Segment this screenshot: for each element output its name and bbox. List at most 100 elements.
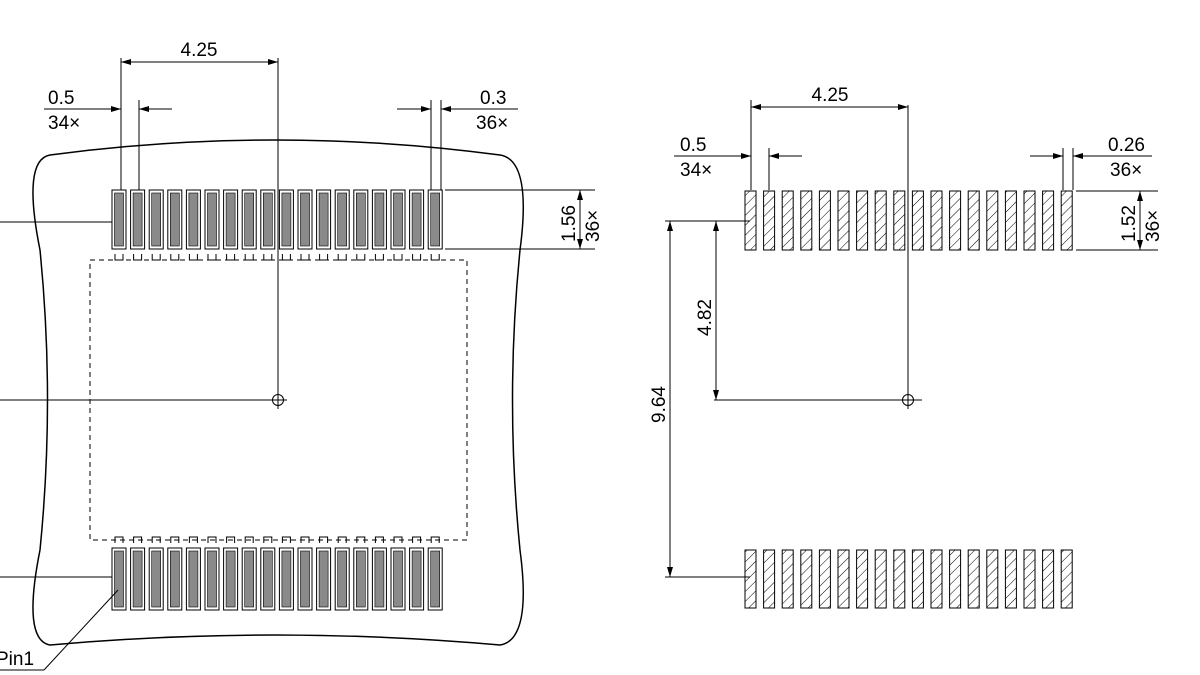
right-top-pad — [781, 190, 794, 251]
left-span-dimension: 4.25 — [120, 40, 278, 190]
left-pad-length-dimension: 1.56 36× — [445, 189, 604, 250]
right-bottom-pad — [1004, 549, 1017, 609]
left-top-pad-copper — [132, 192, 143, 247]
castellation-notch — [337, 536, 347, 543]
left-bottom-pad-copper — [188, 550, 199, 608]
right-top-pad — [1060, 190, 1073, 251]
right-bottom-pad — [1060, 549, 1073, 609]
right-top-pad — [1004, 190, 1017, 251]
right-bottom-pad — [800, 549, 813, 609]
castellation-notch — [226, 536, 236, 543]
left-pad-length-value: 1.56 — [559, 205, 580, 242]
castellation-notch — [207, 254, 217, 261]
castellation-notch — [300, 536, 310, 543]
left-top-pad-copper — [170, 192, 180, 247]
left-bottom-pad-copper — [355, 550, 366, 608]
left-pitch-value: 0.5 — [48, 88, 74, 109]
castellation-notch — [114, 254, 124, 261]
left-top-pad-copper — [393, 192, 403, 247]
castellation-notch — [356, 254, 366, 261]
left-bottom-pad-copper — [318, 550, 329, 608]
right-top-pad — [1023, 190, 1036, 251]
castellation-notch — [170, 254, 180, 261]
right-origin-marker — [899, 391, 922, 409]
right-pitch-value: 0.5 — [680, 135, 706, 156]
castellation-notch — [393, 536, 403, 543]
right-bottom-pad — [967, 549, 980, 609]
right-span-value: 4.25 — [812, 85, 849, 106]
left-bottom-pad-copper — [393, 550, 403, 608]
right-top-pad — [874, 190, 887, 251]
right-bottom-pad — [1023, 549, 1036, 609]
left-top-pad-copper — [355, 192, 366, 247]
left-bottom-pad-row — [111, 547, 443, 611]
castellation-notch — [207, 536, 217, 543]
left-top-pad-copper — [300, 192, 310, 247]
left-bottom-pad-copper — [281, 550, 292, 608]
left-top-pad-copper — [207, 192, 217, 247]
castellation-notch — [226, 254, 236, 261]
left-pad-width-value: 0.3 — [480, 88, 506, 109]
left-top-pad-copper — [114, 192, 124, 247]
left-pitch-count: 34× — [48, 113, 80, 134]
left-top-pad-copper — [225, 192, 236, 247]
right-bottom-pad — [781, 549, 794, 609]
right-top-pad — [1042, 190, 1055, 251]
right-top-pad — [893, 190, 906, 251]
castellation-notch — [430, 536, 440, 543]
top-castellation-notches — [114, 254, 440, 261]
left-bottom-pad-copper — [114, 550, 124, 608]
right-half-height-dimension: 4.82 — [695, 220, 750, 400]
board-outline — [32, 139, 525, 646]
right-bottom-pad-row — [744, 549, 1073, 609]
castellation-notch — [319, 536, 329, 543]
left-top-pad-copper — [411, 192, 422, 247]
castellation-notch — [188, 254, 198, 261]
left-top-pad-copper — [188, 192, 199, 247]
left-pitch-dimension: 0.5 34× — [44, 88, 172, 190]
right-top-pad — [763, 190, 776, 251]
left-bottom-pad-copper — [374, 550, 385, 608]
right-pad-length-count: 36× — [1143, 210, 1164, 242]
castellation-notch — [151, 254, 161, 261]
castellation-notch — [170, 536, 180, 543]
castellation-notch — [188, 536, 198, 543]
right-top-pad — [986, 190, 999, 251]
left-top-pad-copper — [430, 192, 441, 247]
left-bottom-pad-copper — [262, 550, 273, 608]
right-pitch-count: 34× — [680, 160, 712, 181]
left-view: 4.25 0.5 34× 0.3 36× — [0, 40, 604, 671]
left-bottom-pad-copper — [170, 550, 180, 608]
castellation-notch — [300, 254, 310, 261]
castellation-notch — [412, 536, 422, 543]
castellation-notch — [244, 254, 254, 261]
right-full-height-dimension: 9.64 — [649, 220, 750, 578]
right-bottom-pad — [1042, 549, 1055, 609]
left-top-pad-copper — [374, 192, 385, 247]
right-span-dimension: 4.25 — [750, 85, 908, 190]
right-half-height-value: 4.82 — [695, 299, 716, 336]
left-pad-width-dimension: 0.3 36× — [397, 88, 518, 190]
castellation-notch — [263, 536, 273, 543]
left-top-pad-copper — [281, 192, 292, 247]
castellation-notch — [374, 536, 384, 543]
castellation-notch — [430, 254, 440, 261]
left-top-pad-copper — [318, 192, 329, 247]
right-pad-width-count: 36× — [1110, 160, 1142, 181]
left-bottom-pad-copper — [411, 550, 422, 608]
right-bottom-pad — [930, 549, 943, 609]
castellation-notch — [281, 254, 291, 261]
castellation-notch — [356, 536, 366, 543]
left-bottom-pad-copper — [151, 550, 161, 608]
right-top-pad — [800, 190, 813, 251]
pin1-callout: Pin1 — [0, 589, 119, 671]
castellation-notch — [133, 536, 143, 543]
left-top-pad-row — [111, 189, 443, 250]
left-bottom-pad-copper — [430, 550, 441, 608]
left-bottom-pad-copper — [337, 550, 348, 608]
castellation-notch — [133, 254, 143, 261]
castellation-notch — [244, 536, 254, 543]
castellation-notch — [412, 254, 422, 261]
right-pad-width-dimension: 0.26 36× — [1030, 135, 1152, 190]
